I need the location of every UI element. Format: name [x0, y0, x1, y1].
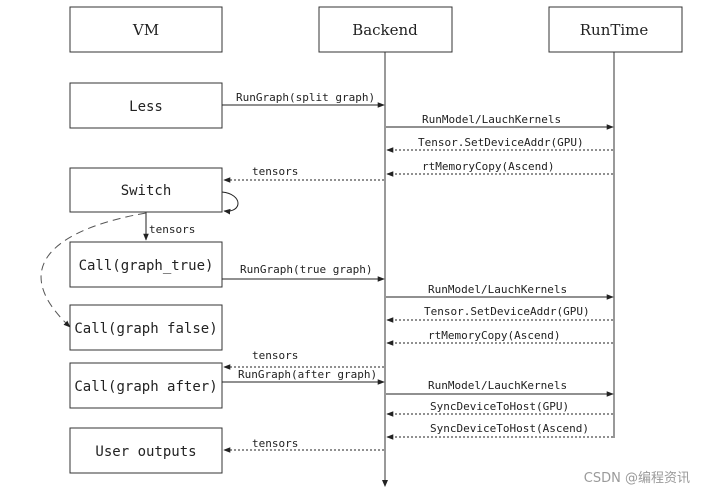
- msg-label-2: RunModel/LauchKernels: [422, 113, 561, 126]
- msg-label-11: tensors: [252, 349, 298, 362]
- msg-label-7: RunGraph(true graph): [240, 263, 372, 276]
- participant-vm: VM: [69, 6, 223, 53]
- box-user-outputs-label: User outputs: [95, 444, 196, 460]
- switch-self-loop: [221, 191, 239, 215]
- box-switch: Switch: [69, 167, 223, 213]
- watermark: CSDN @编程资讯: [584, 471, 690, 486]
- msg-label-1: RunGraph(split graph): [236, 91, 375, 104]
- box-call-false-label: Call(graph false): [74, 321, 217, 337]
- box-call-false: Call(graph false): [69, 304, 223, 351]
- msg-label-15: SyncDeviceToHost(Ascend): [430, 422, 589, 435]
- participant-backend: Backend: [318, 6, 453, 53]
- msg-label-14: SyncDeviceToHost(GPU): [430, 400, 569, 413]
- msg-label-13: RunModel/LauchKernels: [428, 379, 567, 392]
- msg-label-4: rtMemoryCopy(Ascend): [422, 160, 554, 173]
- participant-runtime: RunTime: [548, 6, 683, 53]
- box-call-true-label: Call(graph_true): [79, 258, 214, 274]
- participant-runtime-label: RunTime: [580, 21, 649, 39]
- msg-label-16: tensors: [252, 437, 298, 450]
- msg-label-8: RunModel/LauchKernels: [428, 283, 567, 296]
- msg-label-9: Tensor.SetDeviceAddr(GPU): [424, 305, 590, 318]
- msg-label-5: tensors: [252, 165, 298, 178]
- backend-lifeline-arrowhead: [382, 480, 388, 487]
- box-less: Less: [69, 82, 223, 129]
- box-call-after: Call(graph after): [69, 362, 223, 409]
- participant-backend-label: Backend: [352, 21, 418, 39]
- msg-label-3: Tensor.SetDeviceAddr(GPU): [418, 136, 584, 149]
- box-call-after-label: Call(graph after): [74, 379, 217, 395]
- msg-label-12: RunGraph(after graph): [238, 368, 377, 381]
- msg-label-6: tensors: [149, 223, 195, 236]
- box-switch-label: Switch: [121, 183, 172, 199]
- switch-false-branch: [40, 212, 147, 328]
- msg-label-10: rtMemoryCopy(Ascend): [428, 329, 560, 342]
- box-less-label: Less: [129, 99, 163, 115]
- box-user-outputs: User outputs: [69, 427, 223, 474]
- box-call-true: Call(graph_true): [69, 241, 223, 288]
- participant-vm-label: VM: [132, 21, 159, 39]
